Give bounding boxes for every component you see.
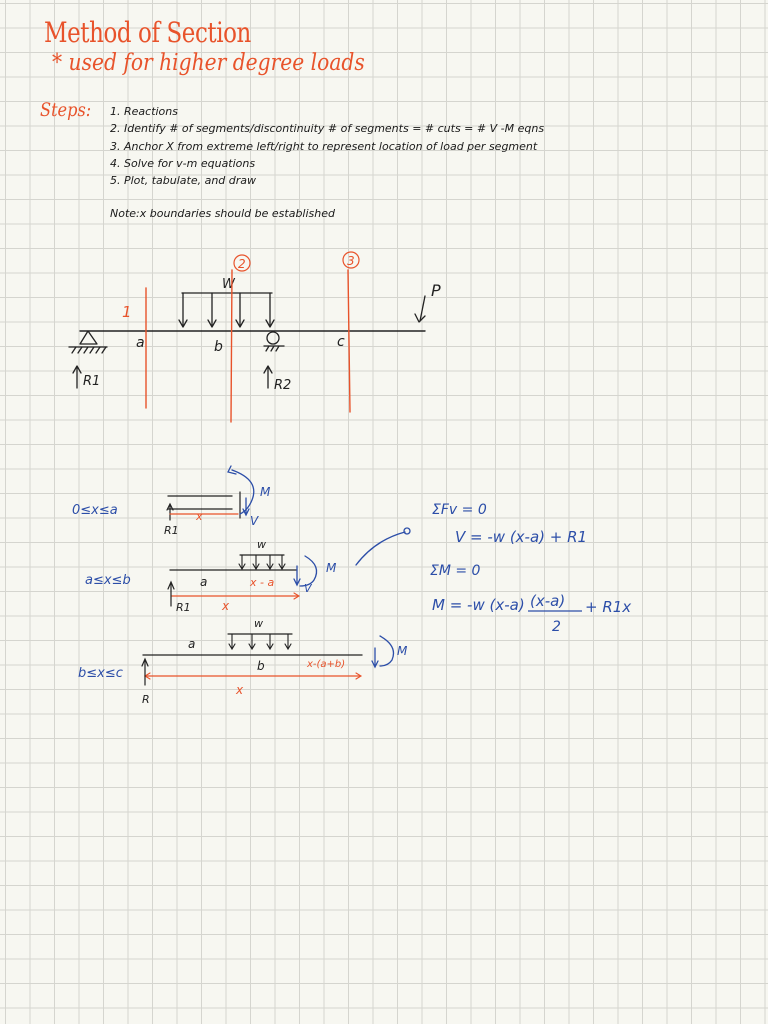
- connector-dot: [403, 527, 411, 535]
- segment-3-b-label: b: [257, 659, 265, 673]
- step-item: 5. Plot, tabulate, and draw: [110, 174, 257, 188]
- cut-lines: [145, 269, 351, 423]
- page-title: Method of Section: [44, 16, 251, 49]
- load-label-p: P: [431, 281, 441, 300]
- cut-label-2: 2: [238, 257, 246, 271]
- connector-arrow: [355, 531, 406, 566]
- segment-2-range: a≤x≤b: [85, 573, 131, 588]
- reaction-arrow-r2: [263, 365, 273, 389]
- steps-label: Steps:: [40, 99, 92, 121]
- point-label-c: c: [337, 334, 345, 350]
- step-item: 3. Anchor X from extreme left/right to r…: [110, 139, 538, 153]
- note-text: Note:x boundaries should be established: [110, 207, 335, 220]
- cut-marker-3: [342, 251, 360, 269]
- segment-3-w-label: w: [254, 617, 263, 630]
- segment-3-range: b≤x≤c: [78, 666, 123, 681]
- eq-sum-m: ΣM = 0: [430, 563, 481, 579]
- load-label-w: W: [222, 277, 236, 292]
- segment-2-a-label: a: [200, 575, 207, 589]
- eq-m-part2: + R1x: [585, 598, 631, 616]
- step-item: 4. Solve for v-m equations: [110, 156, 256, 170]
- reaction-label-r1: R1: [83, 374, 100, 389]
- segment-2-r1-label: R1: [176, 601, 191, 614]
- segment-3-r-label: R: [142, 693, 150, 706]
- eq-m-denominator: 2: [552, 619, 561, 635]
- segment-1-r1-label: R1: [164, 524, 179, 537]
- point-label-b: b: [214, 339, 223, 355]
- pin-support: [68, 330, 108, 354]
- step-item: 2. Identify # of segments/discontinuity …: [110, 122, 545, 136]
- eq-sum-fv: ΣFv = 0: [432, 502, 487, 518]
- segment-2-xa-label: x - a: [249, 576, 274, 589]
- segment-3-x-label: x: [235, 683, 244, 697]
- eq-v: V = -w (x-a) + R1: [455, 528, 587, 546]
- segment-2-w-label: w: [257, 538, 266, 551]
- cut-marker-2: [233, 254, 251, 272]
- distributed-load: [178, 292, 275, 328]
- segment-3-xab-label: x-(a+b): [306, 659, 345, 670]
- segment-2-v-label: V: [304, 582, 313, 595]
- segment-1-diagram: 0≤x≤a x R1 M V: [72, 465, 271, 537]
- cut-line-2: [230, 269, 233, 423]
- segment-1-m-label: M: [260, 485, 271, 499]
- equations-block: ΣFv = 0 V = -w (x-a) + R1 ΣM = 0 M = -w …: [430, 502, 631, 635]
- reaction-arrow-r1: [72, 365, 82, 389]
- cut-line-3: [347, 269, 351, 413]
- cut-label-3: 3: [347, 254, 355, 268]
- step-item: 1. Reactions: [110, 105, 178, 118]
- cut-label-1: 1: [122, 303, 132, 321]
- segment-2-x-label: x: [221, 599, 230, 613]
- segment-1-x-label: x: [195, 510, 203, 523]
- segment-2-m-label: M: [326, 561, 337, 575]
- segment-2-diagram: a≤x≤b w a x - a x R1 M V: [85, 538, 337, 614]
- point-label-a: a: [136, 335, 145, 351]
- reaction-label-r2: R2: [274, 378, 291, 393]
- segment-3-m-label: M: [397, 644, 408, 658]
- eq-m-part1: M = -w (x-a): [432, 596, 525, 614]
- page-subtitle: * used for higher degree loads: [52, 50, 365, 76]
- beam-diagram: W P a b c R1 R2 1 2 3: [68, 251, 441, 423]
- segment-3-diagram: b≤x≤c w a b x-(a+b) x R M: [78, 617, 408, 706]
- point-load-arrow: [414, 295, 426, 323]
- segment-1-range: 0≤x≤a: [72, 503, 118, 518]
- steps-list: 1. Reactions 2. Identify # of segments/d…: [110, 103, 544, 189]
- segment-1-v-label: V: [250, 514, 259, 528]
- eq-m-numerator: (x-a): [530, 592, 565, 610]
- roller-support: [263, 331, 285, 352]
- segment-3-a-label: a: [188, 637, 195, 651]
